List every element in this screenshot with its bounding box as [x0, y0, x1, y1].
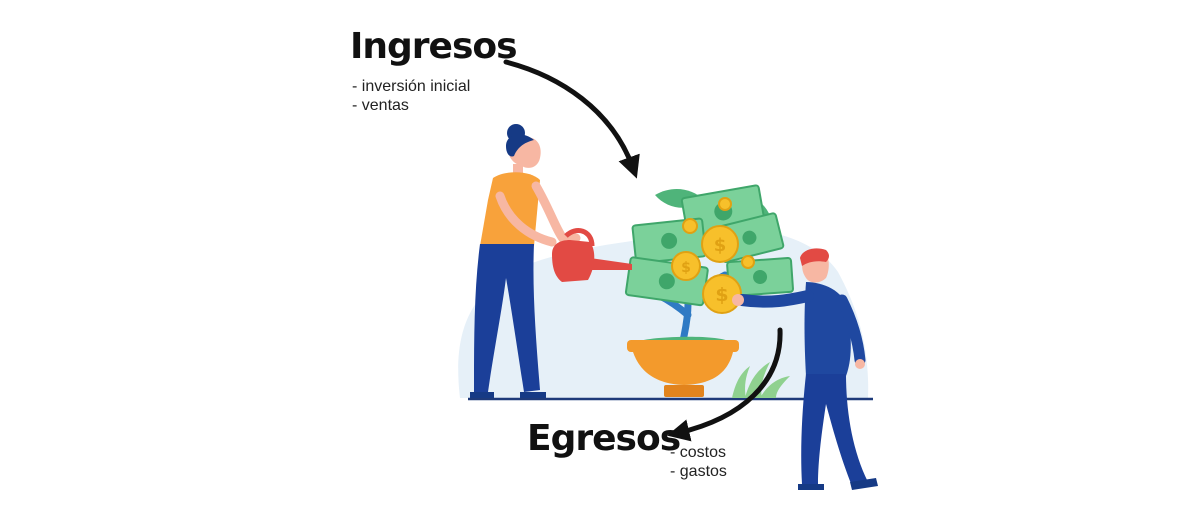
arrow-ingresos [503, 59, 640, 179]
ingresos-list: - inversión inicial - ventas [352, 77, 470, 115]
egresos-title: Egresos [527, 418, 681, 459]
banknote-icon [624, 184, 794, 307]
ingresos-item: - ventas [352, 97, 409, 114]
egresos-item: - gastos [670, 463, 727, 480]
flower-pot [627, 336, 739, 397]
man-figure [732, 248, 878, 490]
grass-icon [732, 362, 790, 398]
arrow-egresos [667, 327, 783, 442]
coin-icon [671, 197, 755, 314]
egresos-item: - costos [670, 444, 727, 461]
watering-can-icon [552, 228, 632, 282]
svg-text:$: $ [681, 260, 691, 276]
svg-text:$: $ [714, 235, 727, 256]
svg-text:$: $ [715, 284, 728, 306]
ingresos-title: Ingresos [350, 26, 518, 67]
woman-figure [470, 124, 581, 398]
egresos-list: - costos - gastos [670, 443, 727, 481]
ingresos-item: - inversión inicial [352, 78, 471, 95]
